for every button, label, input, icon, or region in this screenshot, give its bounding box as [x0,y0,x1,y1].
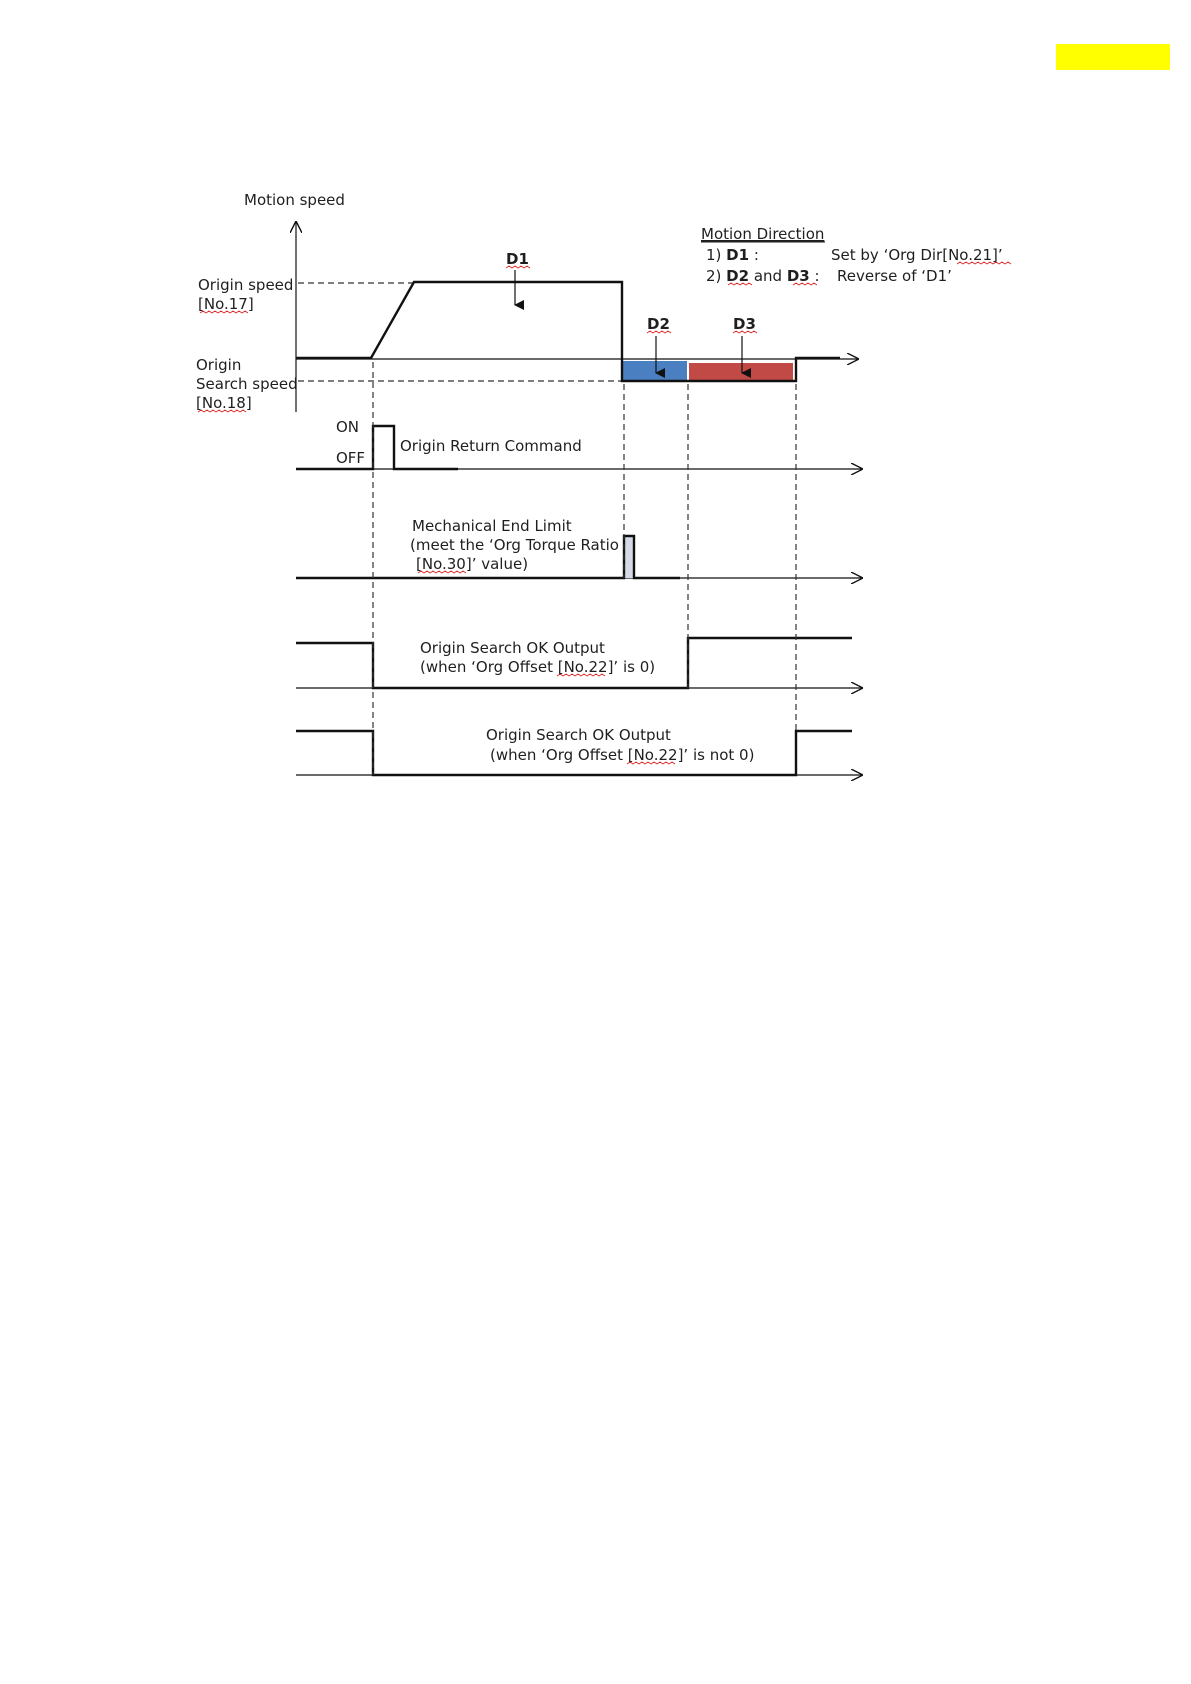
spell-check-squiggle [417,570,467,574]
spell-check-squiggle [792,282,818,286]
speed-profile-line [296,280,840,383]
ok-output-1-signal [296,636,852,690]
limit-pulse-fill [624,536,634,578]
spell-check-squiggle [556,673,606,677]
search-speed-param-label: [No.18] [196,394,252,412]
d3-label: D3 [733,315,756,333]
d2-label: D2 [647,315,670,333]
return-command-pulse [296,424,458,471]
origin-search-label: Origin [196,356,241,374]
legend-line-1-value: Set by ‘Org Dir[No.21]’ [831,246,1003,264]
legend-line-2-value: Reverse of ‘D1’ [837,267,952,285]
spell-check-squiggle [732,330,758,334]
legend-line-2: 2) D2 and D3 : [706,267,820,285]
off-label: OFF [336,449,365,467]
spell-check-squiggle [727,282,753,286]
spell-check-squiggle [505,265,531,269]
limit-signal-line [296,534,680,580]
ok-output-2-condition: (when ‘Org Offset [No.22]’ is not 0) [490,746,754,764]
motion-speed-label: Motion speed [244,191,345,209]
ok-output-1-condition: (when ‘Org Offset [No.22]’ is 0) [420,658,655,676]
spell-check-squiggle [646,330,672,334]
on-label: ON [336,418,359,436]
origin-speed-label: Origin speed [198,276,293,294]
search-speed-label: Search speed [196,375,298,393]
mechanical-end-limit-label: Mechanical End Limit [412,517,572,535]
legend-line-1: 1) D1 : [706,246,759,264]
spell-check-squiggle [199,310,249,314]
spell-check-squiggle [956,261,1012,265]
origin-speed-param-label: [No.17] [198,295,254,313]
spell-check-squiggle [197,409,247,413]
legend-title: Motion Direction [701,225,824,243]
return-command-label: Origin Return Command [400,437,582,455]
d1-label: D1 [506,250,529,268]
d3-speed-bar [689,363,793,380]
ok-output-2-signal [296,729,852,777]
ok-output-2-label: Origin Search OK Output [486,726,671,744]
torque-param-label: [No.30]’ value) [416,555,528,573]
spell-check-squiggle [626,761,676,765]
torque-ratio-label: (meet the ‘Org Torque Ratio [410,536,619,554]
d2-speed-bar [623,361,687,380]
yellow-highlight-mark [1056,44,1170,70]
ok-output-1-label: Origin Search OK Output [420,639,605,657]
